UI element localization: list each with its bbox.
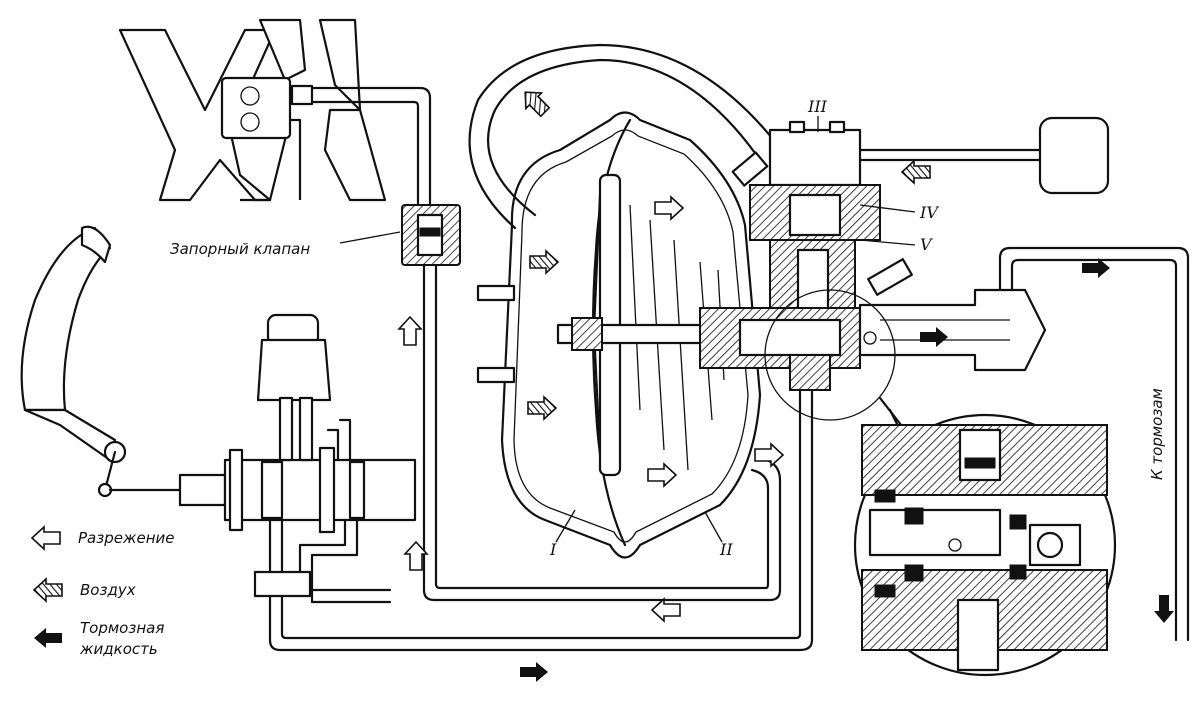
hollow-arrow-icon — [31, 526, 61, 550]
legend-label-fluid-line2: жидкость — [79, 640, 158, 658]
legend-item-brake-fluid: Тормозная жидкость — [34, 619, 164, 658]
master-cylinder — [108, 313, 814, 652]
chamber-2-label: II — [719, 540, 733, 559]
legend-item-air: Воздух — [33, 578, 136, 602]
vacuum-line-booster — [422, 263, 782, 602]
check-valve-label: Запорный клапан — [170, 240, 310, 258]
chamber-1-label: I — [549, 540, 557, 559]
detail-inset — [764, 289, 1117, 677]
check-valve — [339, 204, 461, 266]
air-arrow-4 — [901, 160, 931, 184]
fluid-arrow-4 — [520, 662, 548, 682]
fluid-arrow-3 — [1154, 595, 1174, 623]
part-5-label: V — [920, 235, 933, 254]
solid-arrow-icon — [34, 628, 62, 648]
part-4-label: IV — [919, 203, 939, 222]
vacuum-arrow-3 — [651, 598, 681, 622]
hatched-arrow-icon — [33, 578, 63, 602]
legend-label-fluid-line1: Тормозная — [80, 619, 164, 637]
vacuum-arrow-6 — [754, 443, 784, 467]
part-3-label: III — [807, 97, 828, 116]
brake-line-output — [998, 246, 1190, 642]
legend: Разрежение Воздух Тормозная жидкость — [31, 526, 175, 658]
brake-pedal — [20, 225, 127, 498]
hydraulic-cylinder — [699, 288, 1047, 391]
legend-item-vacuum: Разрежение — [31, 526, 175, 550]
air-hose — [468, 43, 782, 230]
legend-label-vacuum: Разрежение — [78, 529, 175, 547]
vacuum-arrow-1 — [398, 316, 422, 346]
control-valve — [749, 116, 1110, 312]
vacuum-line-manifold — [310, 86, 432, 207]
intake-manifold — [118, 18, 387, 202]
air-arrow-3 — [516, 83, 554, 121]
legend-label-air: Воздух — [80, 581, 136, 599]
to-brakes-label: К тормозам — [1148, 388, 1166, 480]
